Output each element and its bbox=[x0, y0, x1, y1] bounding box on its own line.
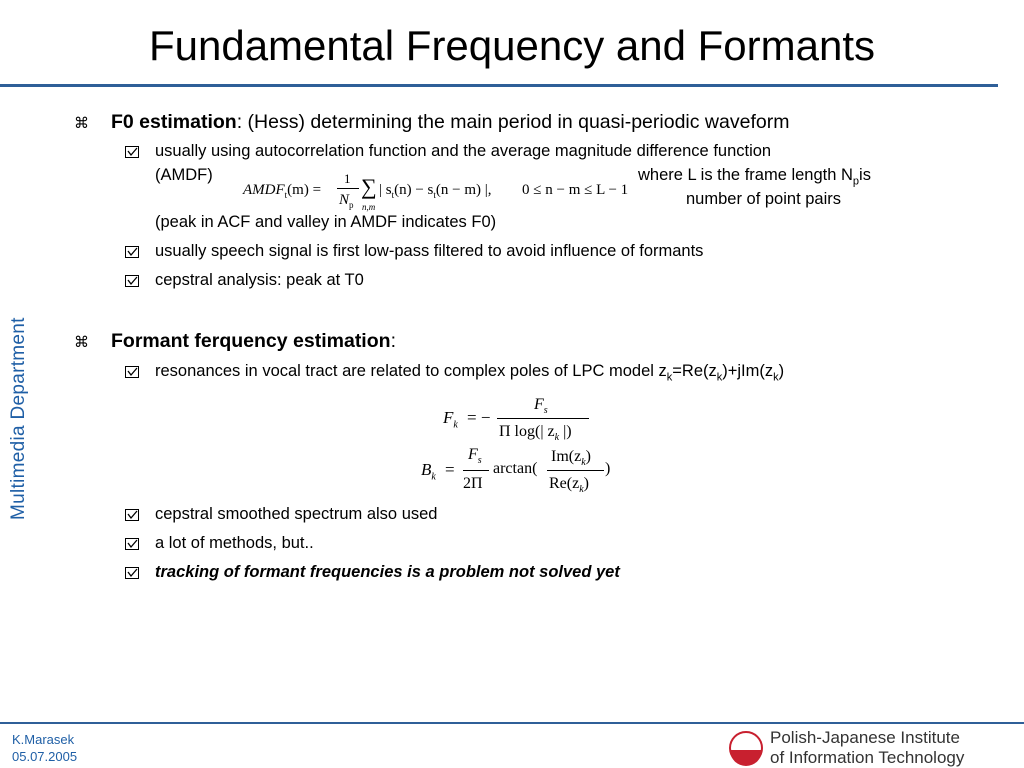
fk-formula: Fk = − Fs Π log(| zk |) bbox=[443, 396, 603, 446]
bk-numerator-sub: s bbox=[477, 455, 482, 467]
institute-line-2: of Information Technology bbox=[770, 748, 965, 767]
checkbox-bullet-icon bbox=[125, 509, 139, 521]
lpc-sub-k1: k bbox=[666, 371, 673, 384]
institute-name: Polish-Japanese Institute of Information… bbox=[770, 728, 964, 768]
peak-line: (peak in ACF and valley in AMDF indicate… bbox=[155, 213, 497, 231]
amdf-sub-t2: t bbox=[391, 190, 395, 200]
institute-logo-icon bbox=[729, 731, 763, 766]
amdf-body-2: (n) − s bbox=[394, 182, 434, 198]
bk-formula: Bk = Fs 2Π arctan( Im(zk) Re(zk) ) bbox=[421, 446, 621, 498]
amdf-lhs: AMDF bbox=[243, 182, 285, 198]
lpc-text-b: =Re(z bbox=[672, 362, 717, 380]
lowpass-line: usually speech signal is first low-pass … bbox=[155, 242, 704, 260]
checkbox-bullet-icon bbox=[125, 275, 139, 287]
bk-re: Re(z bbox=[549, 475, 580, 492]
amdf-body-1: | s bbox=[379, 182, 392, 198]
note-text: where L is the frame length N bbox=[638, 166, 853, 184]
sidebar-department-label: Multimedia Department bbox=[8, 317, 29, 520]
lpc-text-c: )+jIm(z bbox=[722, 362, 774, 380]
lpc-text-a: resonances in vocal tract are related to… bbox=[155, 362, 667, 380]
amdf-formula: AMDFt(m) = 1 Np ∑ n,m | st(n) − st(n − m… bbox=[243, 171, 638, 216]
tracking-line: tracking of formant frequencies is a pro… bbox=[155, 563, 620, 581]
fk-lhs-sub: k bbox=[453, 419, 458, 431]
note-subscript: p bbox=[852, 175, 860, 188]
formant-heading-colon: : bbox=[390, 330, 396, 352]
amdf-sub-t: t bbox=[284, 190, 288, 200]
fk-denominator-sub: k bbox=[554, 432, 560, 444]
bk-im-sub: k bbox=[581, 457, 586, 469]
cepstral-line: cepstral analysis: peak at T0 bbox=[155, 271, 364, 289]
lpc-sub-k2: k bbox=[716, 371, 723, 384]
bk-fraction-bar-1 bbox=[463, 470, 489, 471]
lpc-text-d: ) bbox=[778, 362, 785, 380]
slide-title: Fundamental Frequency and Formants bbox=[148, 22, 876, 69]
f0-heading-rest: : (Hess) determining the main period in … bbox=[236, 111, 790, 133]
bk-im: Im(z bbox=[551, 448, 582, 465]
command-key-bullet-icon: ⌘ bbox=[74, 115, 89, 132]
bk-re-sub: k bbox=[579, 484, 584, 496]
footer-author-block: K.Marasek 05.07.2005 bbox=[12, 731, 77, 765]
fk-lhs: F bbox=[443, 408, 454, 427]
amdf-sub-p: p bbox=[349, 200, 354, 210]
bk-re-close: ) bbox=[583, 475, 589, 492]
amdf-condition: 0 ≤ n − m ≤ L − 1 bbox=[522, 182, 629, 198]
note-tail: is bbox=[859, 166, 871, 184]
frame-length-note: where L is the frame length Npis bbox=[638, 166, 871, 187]
amdf-m: (m) = bbox=[287, 182, 322, 198]
fk-fraction-bar bbox=[497, 418, 589, 419]
cepstral-smoothed-line: cepstral smoothed spectrum also used bbox=[155, 505, 438, 523]
footer-divider bbox=[0, 722, 1024, 724]
methods-line: a lot of methods, but.. bbox=[155, 534, 314, 552]
fk-numerator: F bbox=[534, 396, 544, 413]
amdf-numerator: 1 bbox=[344, 171, 351, 186]
amdf-body-3: (n − m) |, bbox=[435, 182, 492, 198]
fk-numerator-sub: s bbox=[543, 405, 548, 417]
checkbox-bullet-icon bbox=[125, 246, 139, 258]
presentation-date: 05.07.2005 bbox=[12, 749, 78, 764]
bk-denominator: 2Π bbox=[463, 475, 483, 492]
bk-fraction-bar-2 bbox=[547, 470, 604, 471]
checkbox-bullet-icon bbox=[125, 146, 139, 158]
f0-heading: F0 estimation: (Hess) determining the ma… bbox=[111, 111, 789, 134]
bk-im-close: ) bbox=[585, 448, 591, 465]
checkbox-bullet-icon bbox=[125, 366, 139, 378]
institute-line-1: Polish-Japanese Institute bbox=[770, 728, 960, 747]
amdf-line-1: usually using autocorrelation function a… bbox=[155, 142, 772, 160]
lpc-line: resonances in vocal tract are related to… bbox=[155, 362, 784, 383]
amdf-fraction-bar bbox=[337, 188, 359, 189]
bk-lhs: B bbox=[421, 460, 432, 479]
formant-heading: Formant ferquency estimation: bbox=[111, 330, 396, 353]
author-name: K.Marasek bbox=[12, 732, 75, 747]
frame-length-note-2: number of point pairs bbox=[686, 190, 842, 208]
command-key-bullet-icon: ⌘ bbox=[74, 334, 89, 351]
bk-equals: = bbox=[445, 460, 455, 479]
fk-denominator-end: |) bbox=[559, 423, 572, 440]
bk-numerator: F bbox=[468, 446, 478, 463]
formant-heading-bold: Formant ferquency estimation bbox=[111, 330, 391, 352]
title-divider bbox=[0, 84, 998, 87]
bk-end: ) bbox=[605, 460, 611, 477]
lpc-sub-k3: k bbox=[773, 371, 779, 384]
fk-equals: = − bbox=[467, 408, 491, 427]
amdf-sub-t3: t bbox=[433, 190, 436, 200]
f0-heading-bold: F0 estimation bbox=[111, 111, 237, 133]
bk-lhs-sub: k bbox=[431, 471, 436, 483]
amdf-line-2: (AMDF) bbox=[155, 166, 213, 184]
checkbox-bullet-icon bbox=[125, 567, 139, 579]
amdf-sum-sign: ∑ bbox=[361, 174, 377, 199]
amdf-sum-index: n,m bbox=[362, 202, 376, 212]
bk-arctan: arctan( bbox=[493, 460, 538, 477]
amdf-denominator: N bbox=[339, 192, 350, 208]
fk-denominator: Π log(| z bbox=[499, 423, 555, 440]
checkbox-bullet-icon bbox=[125, 538, 139, 550]
